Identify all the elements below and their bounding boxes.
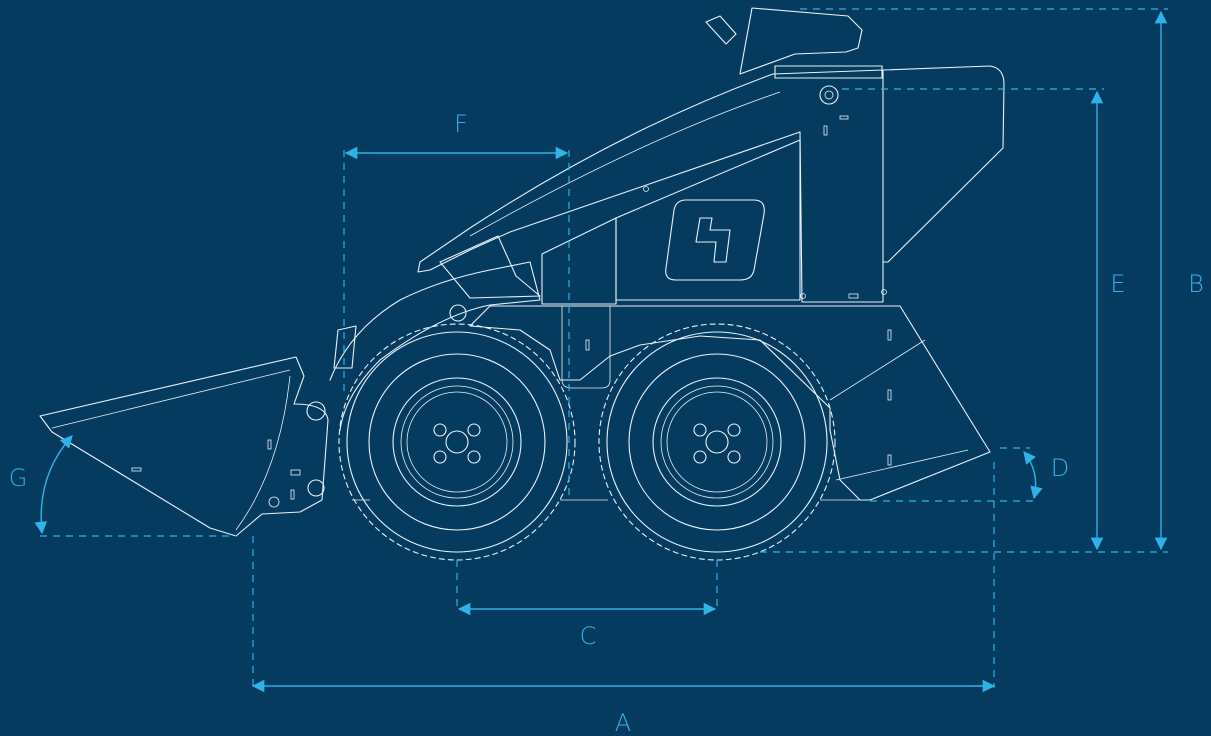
chassis-plate — [561, 306, 611, 389]
lift-eye — [819, 85, 839, 105]
bolt — [268, 496, 280, 508]
rivet — [881, 289, 887, 295]
slot — [267, 439, 272, 450]
dimension-label-f: F — [454, 110, 468, 138]
front-panel — [541, 217, 617, 305]
slot — [290, 469, 301, 476]
slot — [887, 454, 892, 466]
rivet — [800, 293, 806, 299]
rivet — [643, 186, 649, 192]
dimension-d-arc — [1023, 451, 1043, 500]
slot — [585, 339, 590, 351]
dimension-label-g: G — [9, 464, 28, 492]
bucket-inner-edge — [51, 369, 291, 531]
rear-engine-hood — [882, 65, 1005, 263]
front-wheel — [338, 323, 576, 561]
slot — [131, 467, 142, 472]
slot — [290, 489, 295, 500]
slot — [887, 329, 892, 341]
bucket-link-pin — [307, 479, 325, 497]
rear-plate — [829, 339, 969, 481]
control-handle — [705, 15, 737, 45]
dimension-label-c: C — [580, 622, 597, 650]
brand-logo-badge — [665, 199, 765, 281]
lift-eye-inner — [824, 90, 834, 100]
slot — [823, 125, 828, 136]
chassis — [469, 305, 991, 501]
lift-arm-bracket — [439, 235, 541, 299]
rear-wheel — [598, 323, 836, 561]
dimension-lines — [34, 8, 1168, 693]
rops-top — [739, 7, 863, 75]
slot — [839, 115, 849, 120]
cab-body — [417, 69, 884, 303]
headlight — [333, 325, 357, 369]
arm-pivot-pin — [449, 304, 467, 322]
dimension-label-d: D — [1051, 454, 1069, 482]
dimension-label-a: A — [615, 709, 631, 736]
dimension-label-b: B — [1188, 270, 1204, 298]
dimension-labels: A B C D E F G — [9, 110, 1204, 736]
skid-steer-loader — [39, 7, 1005, 561]
bucket-pivot-pin — [306, 401, 326, 421]
dimension-g-arc — [34, 435, 73, 535]
bucket — [39, 356, 329, 537]
roll-bar — [774, 65, 883, 79]
slot — [848, 293, 859, 299]
brand-logo-mark — [695, 217, 731, 263]
cab-inner-edge — [469, 91, 781, 237]
dimension-label-e: E — [1110, 270, 1125, 298]
lift-arm — [329, 261, 541, 431]
slot — [887, 389, 892, 401]
